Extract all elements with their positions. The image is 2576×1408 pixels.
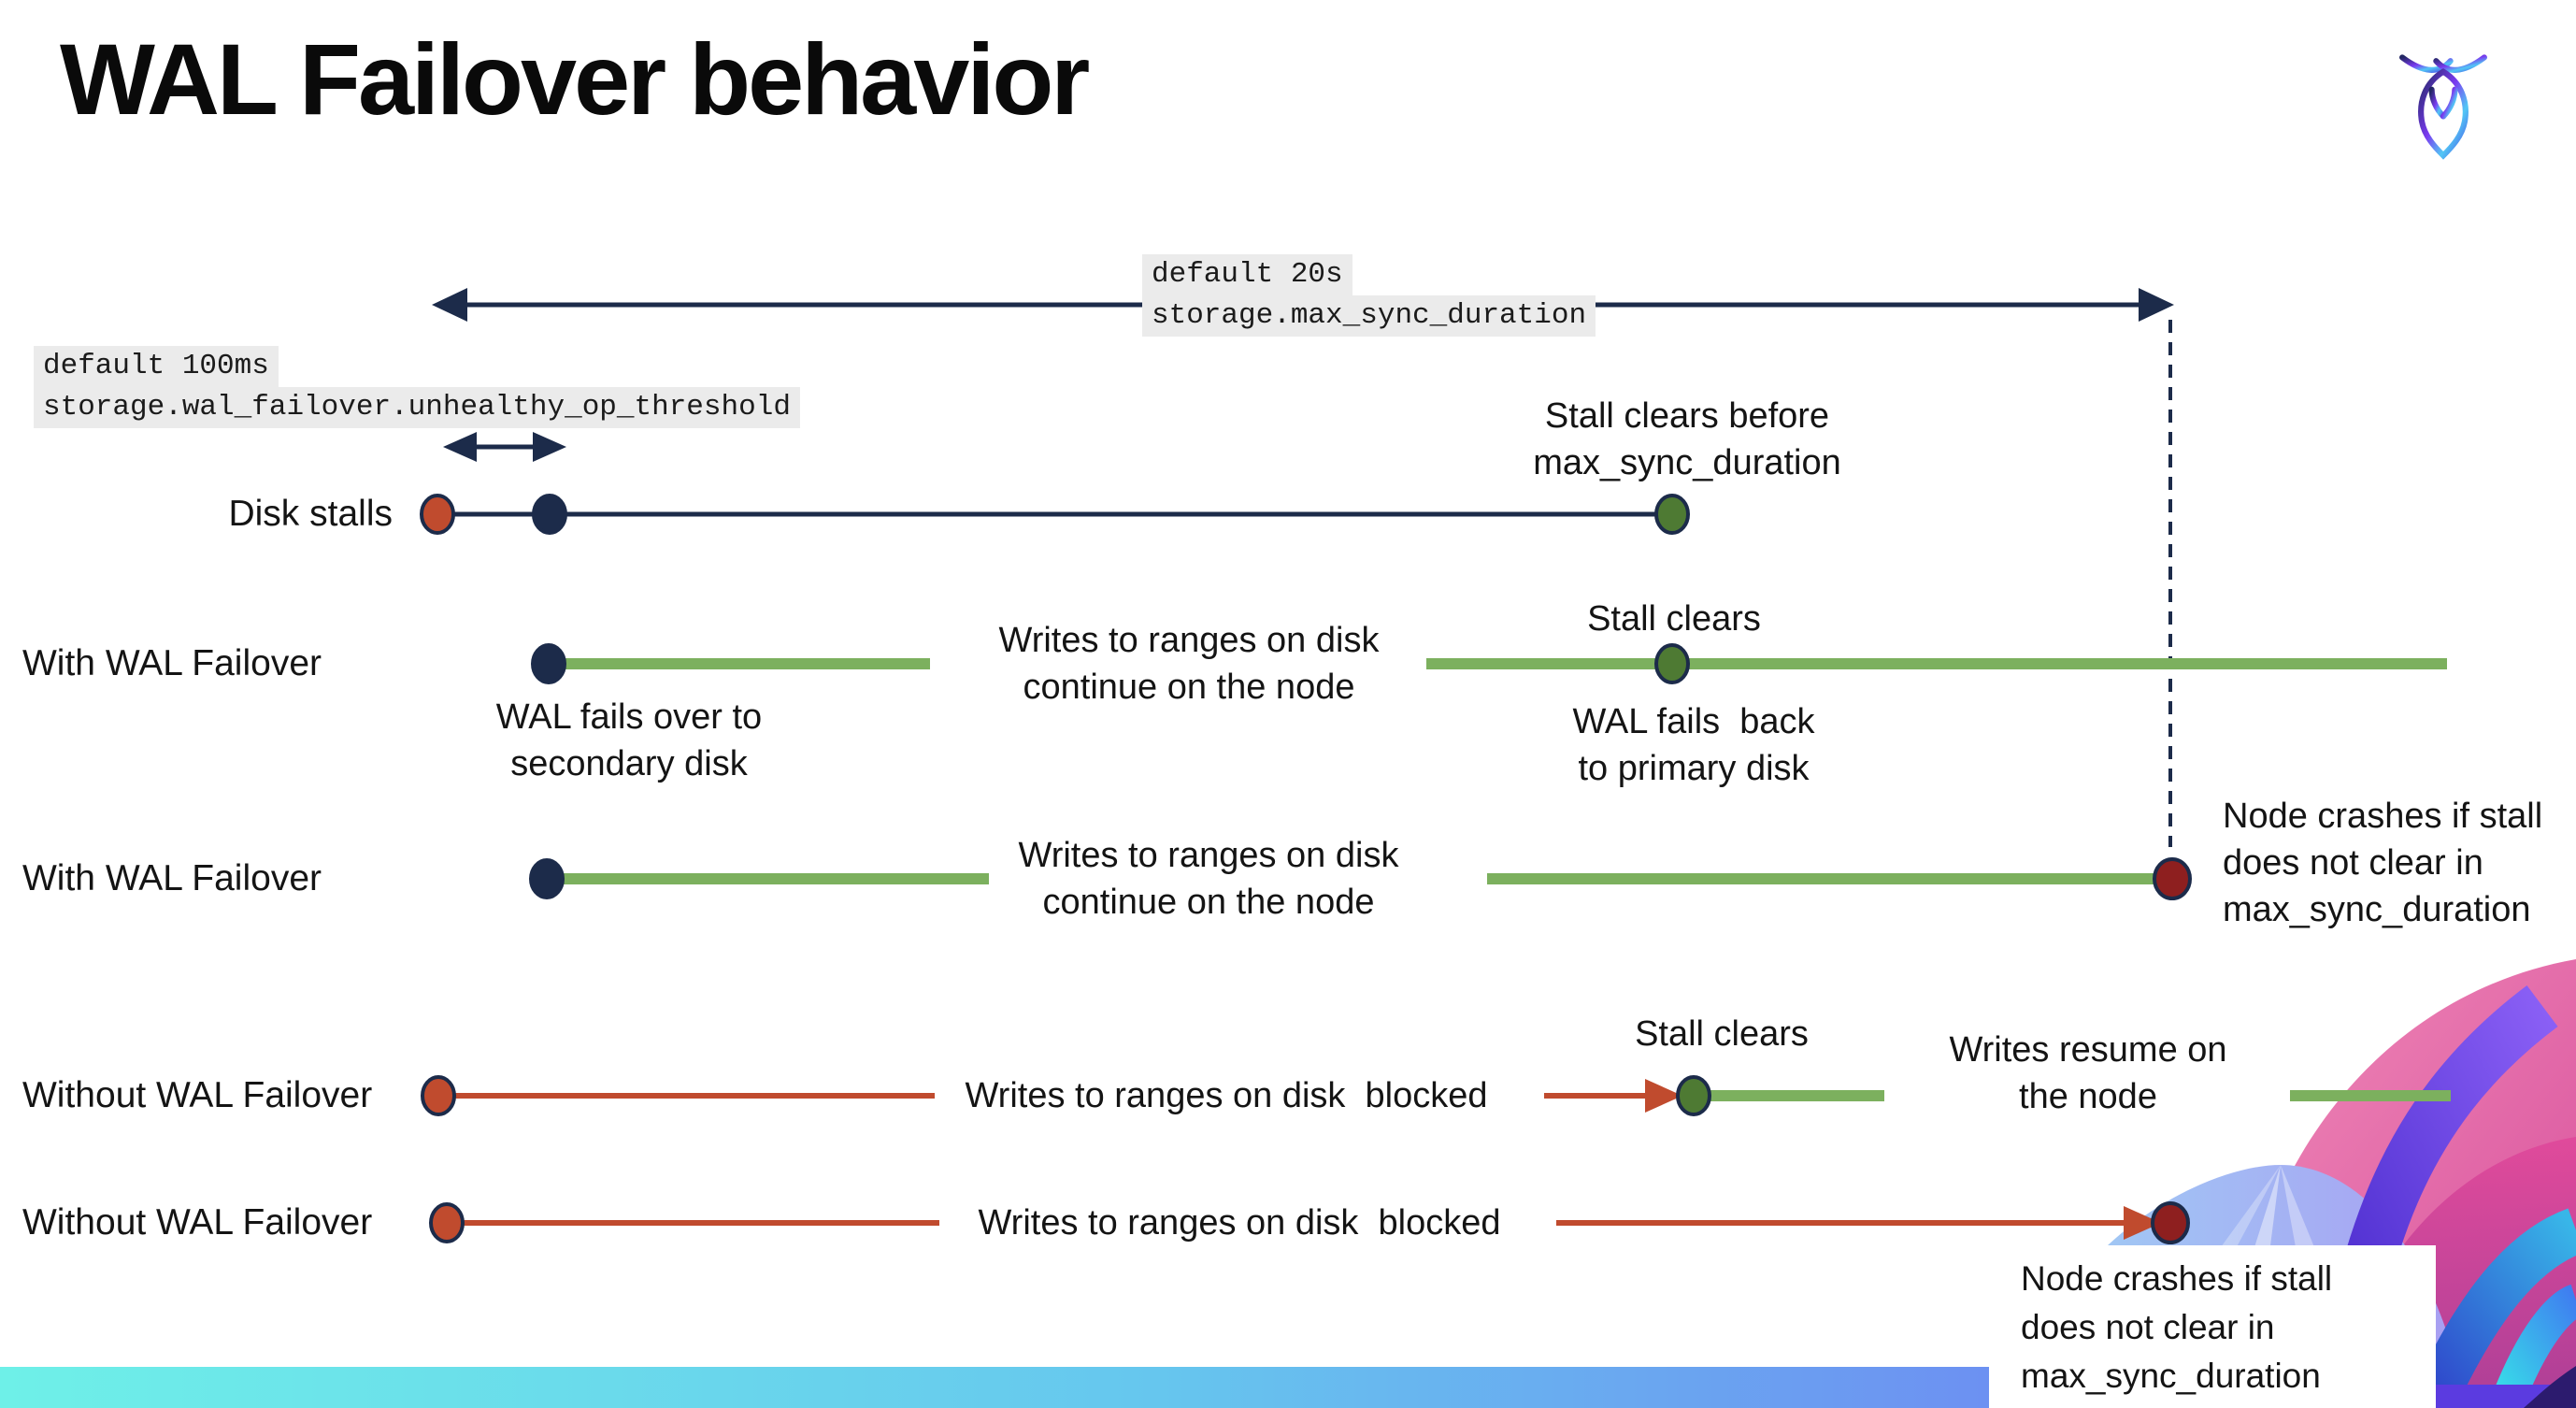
row4-writes-blocked-note: Writes to ranges on disk blocked [965, 1072, 1488, 1119]
row2-stall-clears-note: Stall clears [1587, 599, 1761, 639]
row3-failover-dot [529, 858, 565, 899]
max-sync-duration-setting-label: storage.max_sync_duration [1142, 295, 1596, 337]
row4-writes-resume-note: Writes resume on the node [1949, 1030, 2227, 1116]
unhealthy-op-threshold-span-arrow [443, 432, 566, 462]
row2-failover-dot [531, 643, 566, 684]
unhealthy-op-threshold-setting-label: storage.wal_failover.unhealthy_op_thresh… [34, 387, 800, 428]
max-sync-duration-default-label: default 20s [1142, 254, 1352, 295]
page-title: WAL Failover behavior [60, 22, 1090, 136]
unhealthy-op-threshold-default-label: default 100ms [34, 346, 279, 387]
row4-stall-clears-note: Stall clears [1635, 1014, 1809, 1054]
row2-label: With WAL Failover [22, 643, 322, 683]
row3-writes-continue-note: Writes to ranges on disk continue on the… [1018, 832, 1399, 926]
max-sync-duration-annotation: default 20s storage.max_sync_duration [1142, 254, 1596, 337]
row3-crash-note: Node crashes if stall does not clear in … [2223, 797, 2543, 929]
row2-failback-note: WAL fails back to primary disk [1572, 702, 1815, 788]
row4-disk-stall-dot [421, 1075, 456, 1116]
row5-disk-stall-dot [429, 1202, 465, 1243]
row5-writes-blocked-note: Writes to ranges on disk blocked [978, 1200, 1501, 1246]
row3-crash-dot [2153, 857, 2192, 900]
row4-blocked-arrowhead [1645, 1079, 1682, 1113]
cockroachdb-logo-icon [2399, 54, 2487, 160]
row4-label: Without WAL Failover [22, 1075, 373, 1115]
row1-stall-clears-note: Stall clears before max_sync_duration [1533, 396, 1841, 482]
row5-label: Without WAL Failover [22, 1202, 373, 1243]
unhealthy-op-threshold-annotation: default 100ms storage.wal_failover.unhea… [34, 346, 800, 428]
row5-crash-note: Node crashes if stall does not clear in … [2021, 1259, 2333, 1395]
row5-crash-note-card: Node crashes if stall does not clear in … [1989, 1245, 2436, 1408]
row1-threshold-dot [532, 494, 567, 535]
row2-failover-note: WAL fails over to secondary disk [495, 697, 763, 783]
row1-disk-stall-dot [420, 494, 455, 535]
row3-label: With WAL Failover [22, 858, 322, 898]
row1-label: Disk stalls [228, 494, 393, 534]
row4-stall-clear-dot [1676, 1075, 1711, 1116]
row1-stall-clear-dot [1654, 494, 1690, 535]
row5-blocked-arrowhead [2124, 1206, 2161, 1240]
row5-crash-dot [2151, 1201, 2190, 1244]
row2-writes-continue-note: Writes to ranges on disk continue on the… [998, 617, 1380, 711]
row2-stall-clear-dot [1654, 643, 1690, 684]
